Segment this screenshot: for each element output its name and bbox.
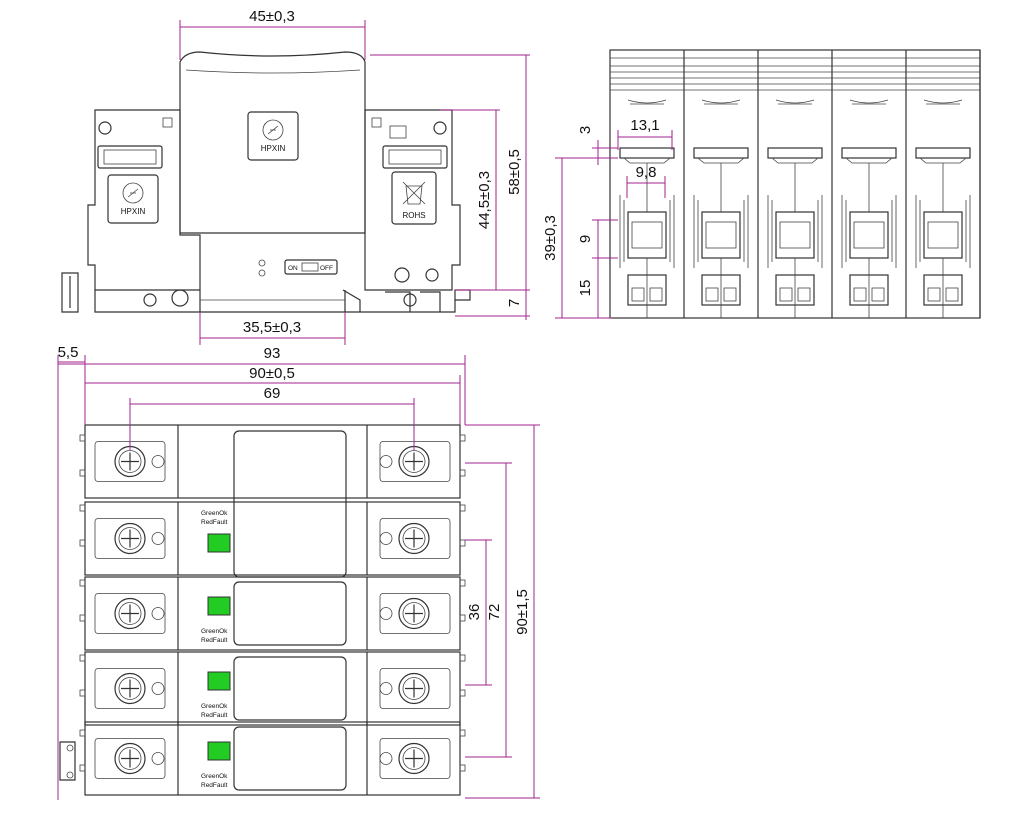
dim-top-total-width: 93 bbox=[264, 345, 281, 362]
dim-front-height-total: 58±0,5 bbox=[506, 149, 523, 195]
terminal-screw bbox=[114, 742, 146, 775]
edge-tick bbox=[79, 539, 86, 547]
dim-side-module: 13,1 bbox=[630, 117, 659, 134]
indicator-label: GreenOk bbox=[201, 628, 228, 635]
terminal-screw bbox=[114, 522, 146, 555]
front-dimensions: 45±0,3 58±0,5 44,5±0,3 7 35,5±0,3 bbox=[179, 8, 530, 345]
side-module bbox=[610, 50, 685, 318]
display-window bbox=[233, 656, 347, 721]
dim-front-rail: 7 bbox=[506, 299, 523, 307]
terminal-screw bbox=[114, 672, 146, 705]
dim-front-height-body: 44,5±0,3 bbox=[476, 171, 493, 229]
top-view: GreenOkRedFaultGreenOkRedFaultGreenOkRed… bbox=[59, 424, 466, 796]
indicator-label: RedFault bbox=[201, 712, 228, 719]
front-cover bbox=[179, 51, 366, 234]
switch-off-label: OFF bbox=[320, 265, 333, 272]
terminal-screw bbox=[398, 597, 430, 630]
logo-badge-center bbox=[247, 111, 299, 161]
edge-tick bbox=[459, 539, 466, 547]
indicator-label: RedFault bbox=[201, 519, 228, 526]
dim-side-total: 39±0,3 bbox=[542, 215, 559, 261]
edge-tick bbox=[459, 764, 466, 772]
side-module bbox=[684, 50, 759, 318]
dim-side-bottom: 15 bbox=[577, 280, 594, 297]
status-indicator bbox=[207, 596, 231, 616]
edge-tick bbox=[459, 469, 466, 477]
side-module bbox=[758, 50, 833, 318]
edge-tick bbox=[79, 689, 86, 697]
top-dimensions: 5,5 93 90±0,5 69 36 72 90±1,5 bbox=[57, 344, 540, 800]
dim-front-width: 45±0,3 bbox=[249, 8, 295, 25]
indicator-label: GreenOk bbox=[201, 510, 228, 517]
terminal-screw bbox=[398, 742, 430, 775]
dim-top-pitch3: 72 bbox=[486, 604, 503, 621]
edge-tick bbox=[459, 579, 466, 587]
dim-side-window: 9,8 bbox=[636, 164, 657, 181]
edge-tick bbox=[79, 504, 86, 512]
rohs-badge bbox=[391, 171, 437, 225]
logo-badge-left bbox=[107, 174, 159, 224]
edge-tick bbox=[79, 614, 86, 622]
dim-top-total-height: 90±1,5 bbox=[514, 589, 531, 635]
front-right-body bbox=[364, 109, 461, 291]
dim-top-screw-spacing: 69 bbox=[264, 385, 281, 402]
dim-top-body-width: 90±0,5 bbox=[249, 365, 295, 382]
status-indicator bbox=[207, 671, 231, 691]
status-indicator bbox=[207, 533, 231, 553]
edge-tick bbox=[79, 469, 86, 477]
edge-tick bbox=[79, 764, 86, 772]
dim-side-mid: 9 bbox=[577, 235, 594, 243]
dim-side-top: 3 bbox=[577, 126, 594, 134]
edge-tick bbox=[459, 614, 466, 622]
indicator-label: GreenOk bbox=[201, 773, 228, 780]
indicator-label: RedFault bbox=[201, 782, 228, 789]
terminal-screw bbox=[398, 522, 430, 555]
edge-tick bbox=[79, 579, 86, 587]
terminal-screw bbox=[114, 597, 146, 630]
switch-on-label: ON bbox=[288, 265, 298, 272]
status-indicator bbox=[207, 741, 231, 761]
dim-top-offset: 5,5 bbox=[58, 344, 79, 361]
dim-front-base: 35,5±0,3 bbox=[243, 319, 301, 336]
terminal-screw bbox=[398, 672, 430, 705]
indicator-label: RedFault bbox=[201, 637, 228, 644]
side-module bbox=[906, 50, 981, 318]
front-view: HPXIN HPXIN ROHS ON OFF bbox=[61, 51, 471, 313]
edge-tick bbox=[459, 729, 466, 737]
front-left-body bbox=[87, 109, 201, 291]
edge-tick bbox=[79, 729, 86, 737]
edge-tick bbox=[459, 689, 466, 697]
front-base bbox=[94, 289, 471, 313]
dim-top-pitch2: 36 bbox=[466, 604, 483, 621]
display-window bbox=[233, 581, 347, 646]
edge-tick bbox=[459, 504, 466, 512]
side-module bbox=[832, 50, 907, 318]
display-window bbox=[233, 430, 347, 578]
brand-text-left: HPXIN bbox=[121, 207, 146, 216]
on-off-switch bbox=[284, 259, 338, 275]
top-module-row bbox=[84, 424, 461, 578]
brand-text-center: HPXIN bbox=[261, 144, 286, 153]
rohs-text: ROHS bbox=[402, 211, 425, 220]
edge-tick bbox=[79, 434, 86, 442]
display-window bbox=[233, 726, 347, 791]
din-clip-left bbox=[61, 272, 79, 313]
indicator-label: GreenOk bbox=[201, 703, 228, 710]
edge-tick bbox=[79, 654, 86, 662]
side-view bbox=[609, 49, 981, 319]
edge-tick bbox=[459, 654, 466, 662]
side-dimensions: 13,1 3 9,8 39±0,3 9 15 bbox=[542, 117, 673, 319]
edge-tick bbox=[459, 434, 466, 442]
